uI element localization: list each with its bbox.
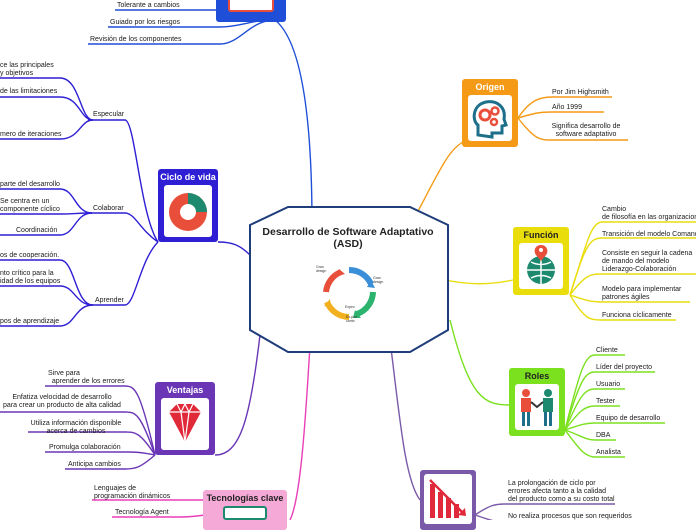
document-icon	[228, 0, 274, 12]
top-item-1[interactable]: Guiado por los riesgos	[110, 19, 180, 27]
colaborar-label[interactable]: Colaborar	[93, 205, 124, 213]
declining-chart-icon	[424, 474, 472, 524]
funcion-title: Función	[513, 227, 569, 240]
head-gears-icon	[468, 95, 512, 141]
tecnologias-title: Tecnologías clave	[203, 490, 287, 503]
desventajas-card[interactable]	[420, 470, 476, 530]
cycle-label-3: Ex-plor camb	[346, 315, 357, 323]
roles-item-0[interactable]: Cliente	[596, 347, 618, 355]
roles-item-3[interactable]: Tester	[596, 398, 615, 406]
central-topic-title[interactable]: Desarrollo de Software Adaptativo (ASD)	[250, 226, 446, 250]
origen-title: Origen	[462, 79, 518, 92]
cycle-label-2: Gran design	[373, 276, 383, 284]
handshake-icon	[515, 384, 559, 430]
aprender-item-2[interactable]: pos de aprendizaje	[0, 318, 59, 326]
origen-item-1[interactable]: Año 1999	[552, 104, 582, 112]
origen-item-2[interactable]: Significa desarrollo de software adaptat…	[550, 123, 622, 139]
roles-item-5[interactable]: DBA	[596, 432, 610, 440]
cycle-label-1: Gran design	[316, 265, 326, 273]
colaborar-item-2[interactable]: Coordinación	[16, 227, 57, 235]
funcion-item-1[interactable]: Transición del modelo Comando-Control	[602, 231, 696, 239]
funcion-item-4[interactable]: Funciona cíclicamente	[602, 312, 672, 320]
gem-icon	[161, 398, 209, 450]
ventajas-item-4[interactable]: Anticipa cambios	[68, 461, 121, 469]
aprender-item-0[interactable]: os de cooperación.	[0, 252, 59, 260]
monitor-icon	[223, 506, 267, 520]
tecnologias-card[interactable]: Tecnologías clave	[203, 490, 287, 530]
cycle-label-4: Expec	[345, 305, 355, 309]
ventajas-title: Ventajas	[155, 382, 215, 395]
origen-card[interactable]: Origen	[462, 79, 518, 147]
roles-title: Roles	[509, 368, 565, 381]
roles-item-2[interactable]: Usuario	[596, 381, 620, 389]
roles-item-1[interactable]: Líder del proyecto	[596, 364, 652, 372]
top-item-0[interactable]: Tolerante a cambios	[117, 2, 180, 10]
ciclo-card[interactable]: Ciclo de vida	[158, 169, 218, 242]
aprender-label[interactable]: Aprender	[95, 297, 124, 305]
especular-item-1[interactable]: de las limitaciones	[0, 88, 57, 96]
pie-chart-icon	[164, 185, 212, 237]
roles-card[interactable]: Roles	[509, 368, 565, 436]
origen-item-0[interactable]: Por Jim Highsmith	[552, 89, 609, 97]
tecnologias-item-1[interactable]: Tecnología Agent	[115, 509, 169, 517]
ventajas-item-0[interactable]: Sirve para aprender de los errores	[48, 370, 125, 386]
ventajas-item-3[interactable]: Promulga colaboración	[49, 444, 121, 452]
colaborar-item-0[interactable]: parte del desarrollo	[0, 181, 60, 189]
top-item-2[interactable]: Revisión de los componentes	[90, 36, 181, 44]
ventajas-card[interactable]: Ventajas	[155, 382, 215, 455]
especular-label[interactable]: Especular	[93, 111, 124, 119]
funcion-card[interactable]: Función	[513, 227, 569, 295]
roles-item-6[interactable]: Analista	[596, 449, 621, 457]
especular-item-2[interactable]: mero de iteraciones	[0, 131, 61, 139]
roles-item-4[interactable]: Equipo de desarrollo	[596, 415, 660, 423]
ciclo-title: Ciclo de vida	[158, 169, 218, 182]
top-branch-card[interactable]	[216, 0, 286, 22]
globe-pin-icon	[519, 243, 563, 289]
